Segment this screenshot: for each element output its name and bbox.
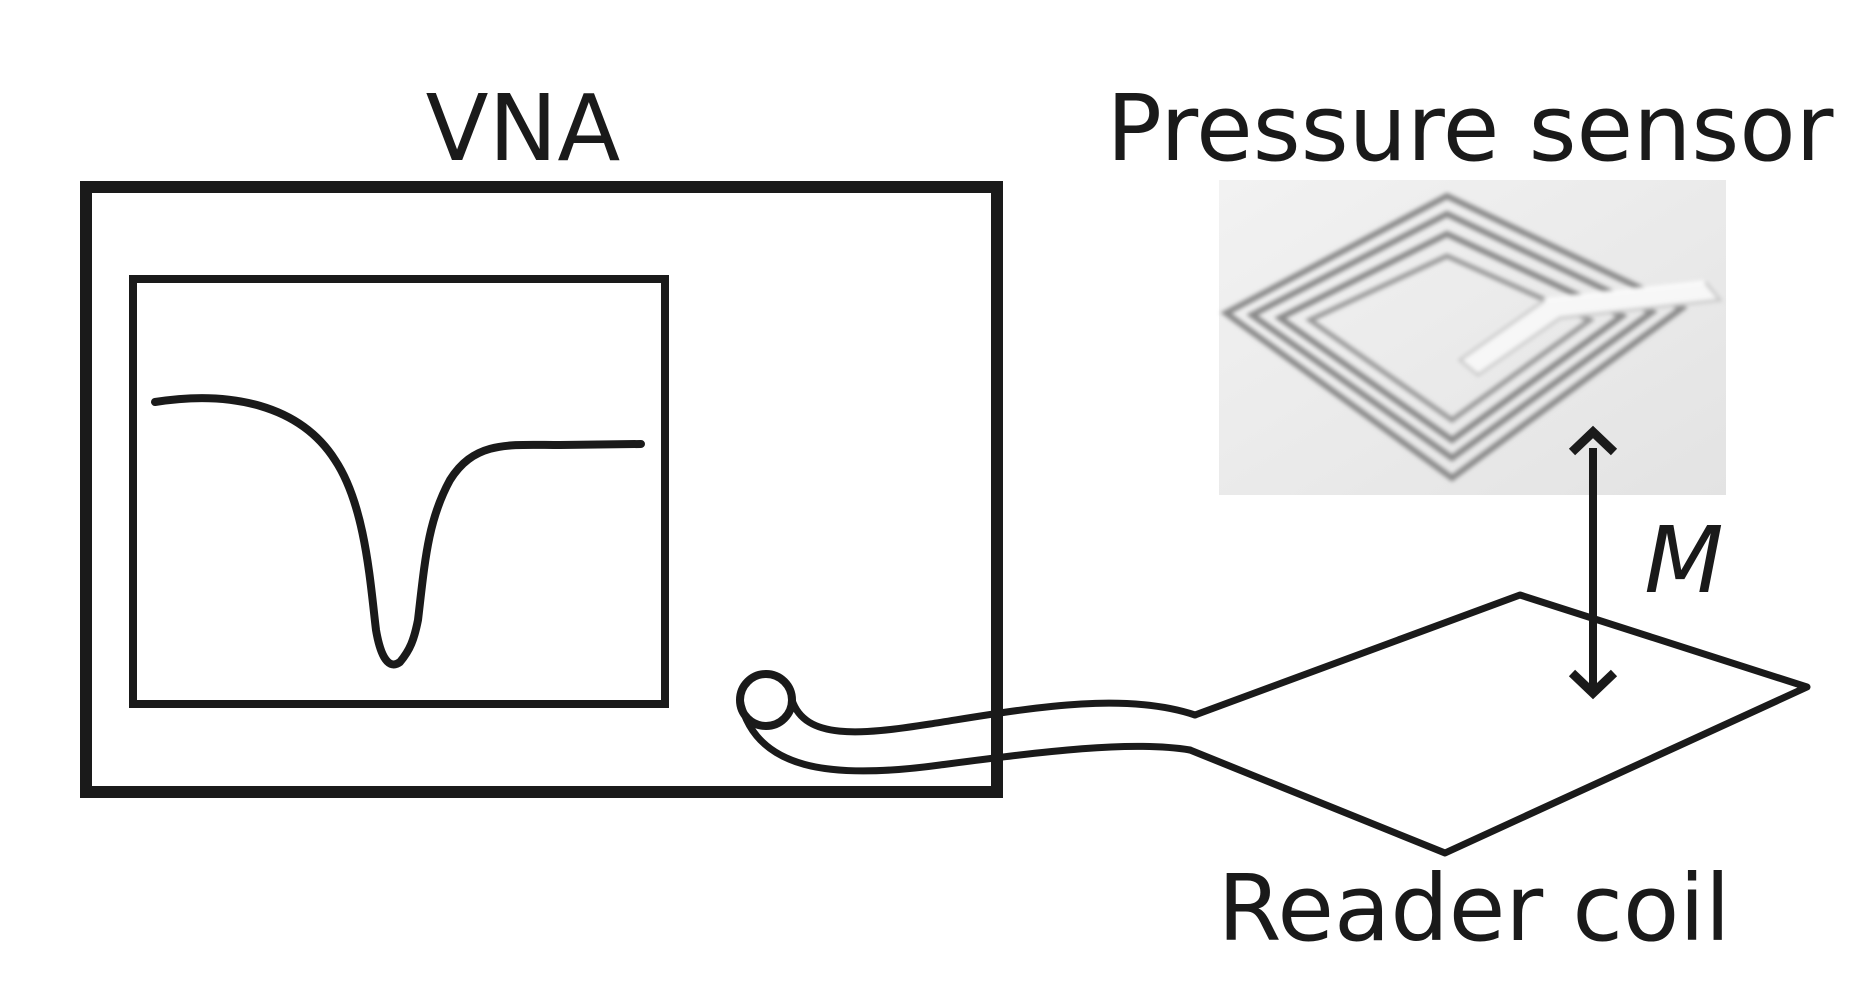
cable-lower-wire — [736, 696, 1194, 775]
double-headed-arrow-icon — [1568, 425, 1618, 700]
sensor-trace-3 — [1274, 230, 1628, 444]
vna-label: VNA — [426, 75, 621, 182]
resonance-dip-curve — [151, 394, 645, 669]
sensor-tube-edge — [1544, 280, 1706, 302]
pressure-sensor-photo — [1219, 180, 1726, 495]
cable-upper-wire — [788, 696, 1199, 736]
vna-screen — [129, 275, 669, 708]
sensor-trace-2 — [1246, 210, 1658, 462]
reader-coil-loop — [1186, 591, 1811, 857]
reader-coil-label: Reader coil — [1218, 855, 1731, 962]
pressure-sensor-label: Pressure sensor — [1107, 75, 1834, 182]
sensor-trace-inner — [1305, 253, 1595, 424]
sensor-trace-outer — [1220, 192, 1688, 482]
mutual-inductance-label: M — [1644, 507, 1723, 614]
vna-box — [80, 181, 1003, 798]
